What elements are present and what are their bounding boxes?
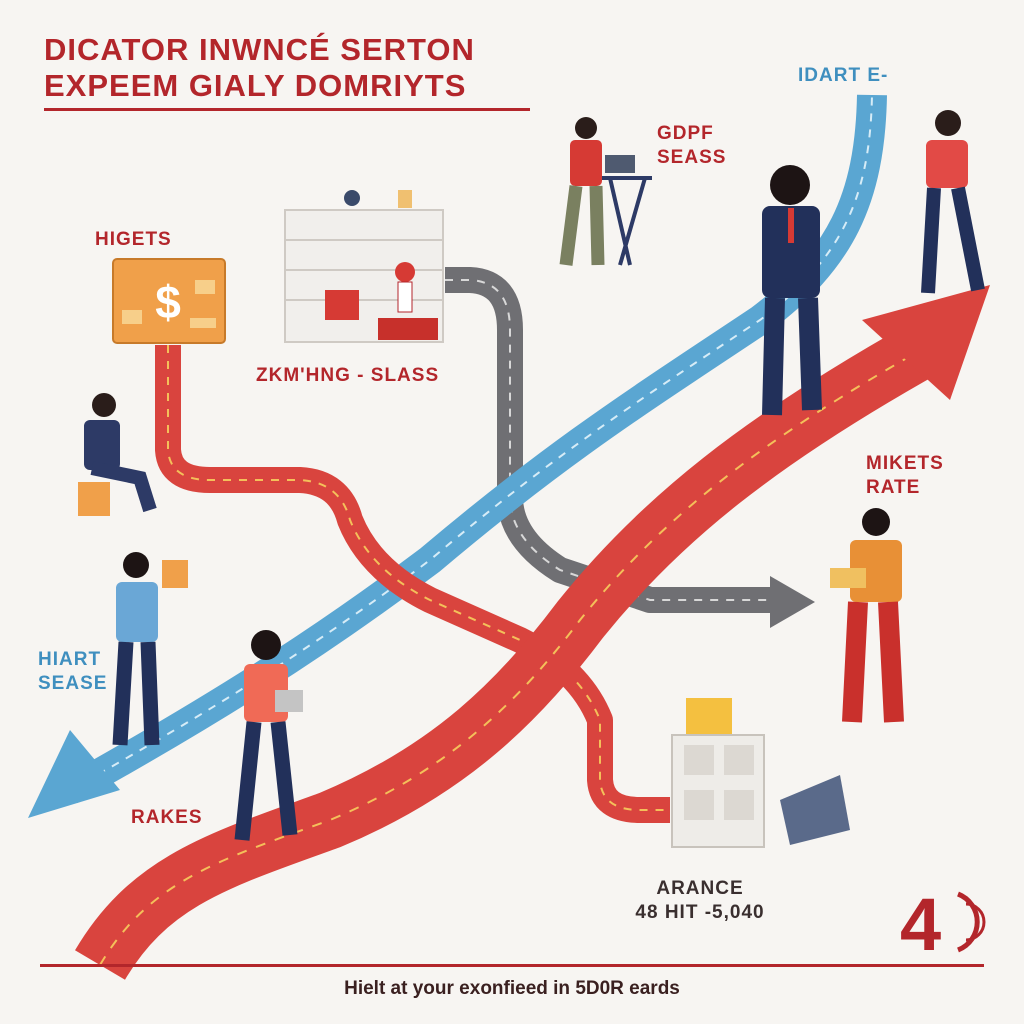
label-idart: IDART E- (798, 65, 889, 86)
label-arance-line-2: 48 HIT -5,040 (635, 902, 765, 923)
woman-holding-box-right (830, 508, 904, 723)
red-main-path (75, 285, 990, 981)
person-with-laptop-top (559, 117, 652, 266)
label-rakes: RAKES (131, 807, 203, 828)
safe-and-tools (671, 698, 850, 848)
gray-arrow-head (770, 576, 815, 628)
person-sitting-on-box (78, 393, 157, 516)
title-line-2: EXPEEM GIALY DOMRIYTS (44, 68, 467, 103)
boxes-icon (686, 698, 732, 734)
person-holding-card (112, 552, 188, 746)
label-mikets: MIKETS RATE (866, 452, 944, 500)
label-mikets-line-2: RATE (866, 477, 921, 498)
footer-caption: Hielt at your exonfieed in 5D0R eards (344, 978, 680, 999)
box-icon (398, 190, 412, 208)
red-arrow-head (862, 285, 990, 400)
woman-waving-top-right (921, 110, 985, 294)
label-hiart-line-1: HIART (38, 649, 102, 670)
svg-text:4: 4 (900, 883, 941, 960)
label-gdpf-line-2: SEASS (657, 147, 727, 168)
shop-illustration (284, 190, 444, 343)
card-icon (162, 560, 188, 588)
label-hiart: HIART SEASE (38, 648, 107, 696)
tools-icon (780, 775, 850, 845)
label-higets: HIGETS (95, 229, 172, 250)
trophy-icon (344, 190, 360, 206)
tablet-icon (275, 690, 303, 712)
footer-divider (40, 964, 984, 967)
label-hiart-line-2: SEASE (38, 673, 108, 694)
label-mikets-line-1: MIKETS (866, 453, 944, 474)
blue-arrow-head (28, 730, 120, 818)
brand-logo: 4 (900, 883, 986, 960)
box-icon (830, 568, 866, 588)
title-divider (44, 108, 530, 111)
label-arance-line-1: ARANCE (656, 878, 744, 899)
woman-with-tablet (234, 630, 303, 841)
label-gdpf-line-1: GDPF (657, 123, 714, 144)
dollar-icon: $ (155, 276, 181, 328)
page-title: DICATOR INWNCÉ SERTON EXPEEM GIALY DOMRI… (44, 32, 544, 104)
red-branch-path (155, 345, 670, 823)
businessman-standing (762, 165, 822, 416)
title-line-1: DICATOR INWNCÉ SERTON (44, 32, 475, 67)
label-zkmhng: ZKM'HNG - SLASS (256, 365, 440, 386)
chair-icon (325, 290, 359, 320)
dollar-card: $ (112, 258, 226, 344)
label-arance: ARANCE 48 HIT -5,040 (620, 877, 780, 925)
laptop-icon (605, 155, 635, 173)
label-gdpf: GDPF SEASS (657, 122, 726, 170)
